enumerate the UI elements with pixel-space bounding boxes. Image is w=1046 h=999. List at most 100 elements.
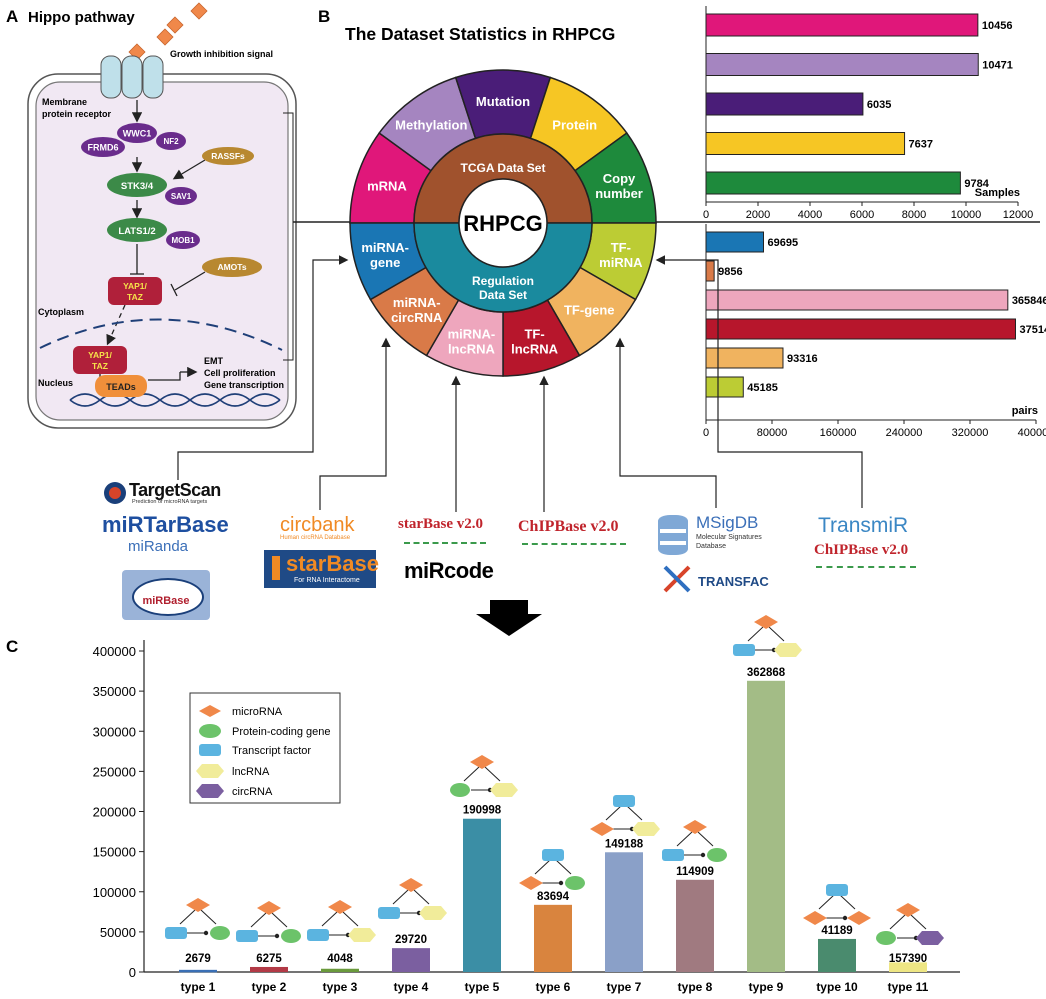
- targetscan-logo: TargetScan Prediction of microRNA target…: [104, 480, 234, 506]
- svg-text:TAZ: TAZ: [127, 292, 143, 302]
- mirtarbase-logo: miRTarBase: [102, 512, 229, 537]
- outcome-transcription: Gene transcription: [204, 380, 284, 390]
- tick-label-6: 12000: [1003, 209, 1034, 221]
- motif-top-7-icon: [683, 820, 707, 834]
- motif-top-9-icon: [826, 884, 848, 896]
- svg-text:WWC1: WWC1: [123, 129, 152, 139]
- motif-edge-5-b: [555, 859, 572, 875]
- bar-value-4: 9784: [964, 178, 989, 190]
- bar-1: [705, 53, 979, 76]
- tick-label-5: 400000: [1018, 427, 1046, 439]
- motif-top-3-icon: [399, 878, 423, 892]
- center-circle: [458, 178, 548, 268]
- bar-0: [705, 13, 979, 37]
- ytick-label-1: 50000: [100, 925, 136, 940]
- motif-dot-5: [558, 880, 564, 886]
- bar-1: [250, 966, 288, 972]
- nucleus-label: Nucleus: [38, 378, 73, 388]
- inner-bottom-label-2: Data Set: [479, 288, 527, 302]
- mircode-logo: miRcode: [404, 558, 494, 583]
- motif-edge-7-a: [676, 831, 693, 847]
- bar-9: [818, 938, 856, 972]
- bar-category-0: type 1: [181, 980, 216, 994]
- msigdb-subtitle-2: Database: [696, 543, 726, 550]
- bar-value-5: 45185: [747, 382, 778, 394]
- chipbase-logo: ChIPBase v2.0: [518, 518, 619, 535]
- motif-top-8-icon: [754, 615, 778, 629]
- motif-edge-4-b: [484, 766, 501, 782]
- chipbase2-underline: [816, 561, 916, 568]
- receptor-label-2: protein receptor: [42, 109, 112, 119]
- mirbase-name: miRBase: [142, 595, 190, 607]
- bar-2: [321, 968, 359, 972]
- bar-value-6: 149188: [605, 838, 644, 850]
- motif-right-6-icon: [632, 822, 660, 836]
- legend-lncrna-icon: [196, 764, 224, 778]
- bar-3: [705, 318, 1016, 340]
- motif-edge-10-a: [889, 914, 906, 930]
- motif-left-3-icon: [378, 907, 400, 919]
- bar-value-0: 2679: [185, 953, 211, 965]
- bar-value-0: 69695: [767, 237, 798, 249]
- motif-dot-7: [700, 852, 706, 858]
- node-amots: AMOTs: [202, 257, 262, 277]
- segment-bottom-label-2-line-1: lncRNA: [511, 341, 559, 356]
- svg-text:STK3/4: STK3/4: [121, 181, 154, 192]
- tick-label-0: 0: [703, 209, 709, 221]
- segment-bottom-label-0-line-0: TF-: [611, 240, 631, 255]
- bar-3: [705, 132, 906, 155]
- receptor: [100, 55, 164, 99]
- unit-label: Samples: [975, 187, 1020, 199]
- bar-value-1: 9856: [718, 266, 742, 278]
- segment-top-label-4-line-1: number: [595, 186, 643, 201]
- svg-text:LATS1/2: LATS1/2: [118, 226, 155, 237]
- bar-8: [747, 680, 785, 972]
- motif-edge-3-b: [413, 889, 430, 905]
- bar-0: [179, 969, 217, 973]
- node-rassfs: RASSFs: [202, 147, 254, 165]
- bar-10: [889, 962, 927, 972]
- motif-right-3-icon: [419, 906, 447, 920]
- growth-signal-label: Growth inhibition signal: [170, 49, 273, 59]
- unit-label: pairs: [1012, 405, 1038, 417]
- legend-circrna-icon: [196, 784, 224, 798]
- motif-right-10-icon: [916, 931, 944, 945]
- bar-category-1: type 2: [252, 980, 287, 994]
- legend-microrna-icon: [199, 705, 221, 717]
- bar-7: [676, 879, 714, 972]
- bar-value-8: 362868: [747, 667, 786, 679]
- bar-category-6: type 7: [607, 980, 642, 994]
- msigdb-subtitle-1: Molecular Signatures: [696, 534, 762, 541]
- bar-value-2: 6035: [867, 99, 891, 111]
- transfac-icon: [660, 562, 694, 596]
- node-nf2: NF2: [156, 132, 186, 150]
- panel-a-title: Hippo pathway: [28, 9, 135, 26]
- ytick-label-2: 100000: [93, 885, 136, 900]
- bar-value-5: 83694: [537, 891, 570, 903]
- bar-category-2: type 3: [323, 980, 358, 994]
- bar-value-3: 29720: [395, 934, 427, 946]
- bar-category-10: type 11: [888, 980, 929, 994]
- bar-5: [534, 904, 572, 972]
- bar-value-7: 114909: [676, 866, 714, 878]
- svg-text:NF2: NF2: [163, 137, 179, 146]
- motif-edge-8-a: [747, 626, 764, 642]
- motif-top-0-icon: [186, 898, 210, 912]
- panel-label-c: C: [6, 637, 18, 656]
- ytick-label-0: 0: [129, 965, 136, 980]
- mirbase-globe-icon: [132, 578, 204, 616]
- motif-edge-1-a: [250, 912, 267, 928]
- segment-bottom-label-5-line-0: miRNA-: [361, 240, 409, 255]
- segment-bottom-label-2-line-0: TF-: [524, 326, 544, 341]
- tick-label-1: 80000: [757, 427, 788, 439]
- motif-edge-9-a: [818, 894, 835, 910]
- motif-left-2-icon: [307, 929, 329, 941]
- motif-edge-6-b: [626, 805, 643, 821]
- down-arrow-icon: [476, 600, 542, 636]
- motif-left-0-icon: [165, 927, 187, 939]
- svg-text:MOB1: MOB1: [171, 236, 195, 245]
- chipbase2-logo: ChIPBase v2.0: [814, 542, 909, 558]
- segment-bottom-label-1-line-0: TF-gene: [564, 302, 615, 317]
- bar-value-1: 10471: [982, 60, 1013, 72]
- motif-right-8-icon: [774, 643, 802, 657]
